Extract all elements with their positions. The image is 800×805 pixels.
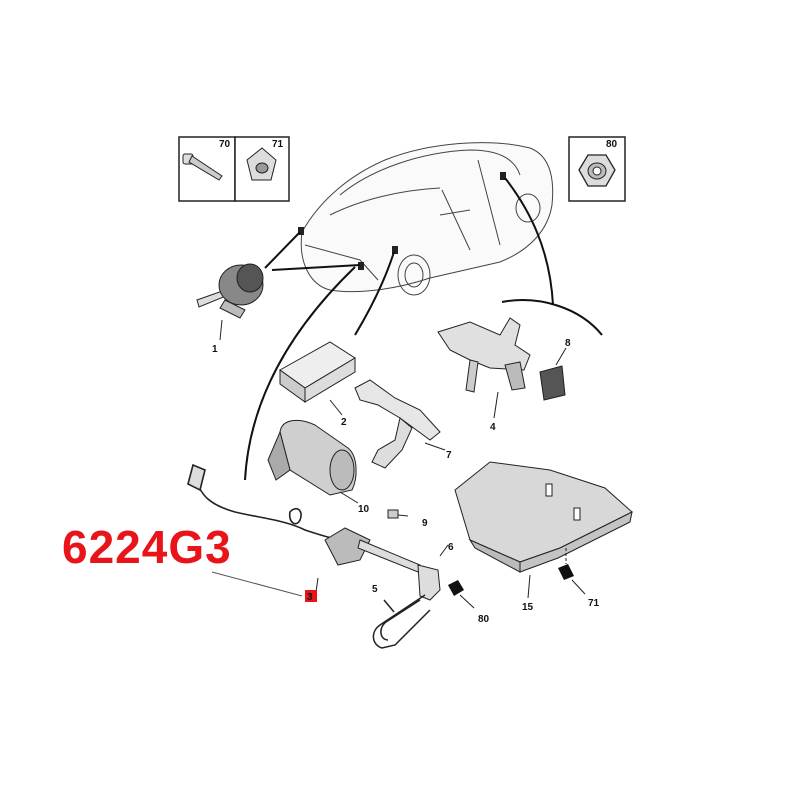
part-label-80: 80: [478, 614, 490, 625]
module-marker: [392, 246, 398, 254]
part-5-u-bracket: 5: [372, 584, 431, 649]
part-label-8: 8: [565, 338, 571, 349]
flange-nut-icon: [578, 154, 616, 187]
part-label-9: 9: [422, 518, 428, 529]
part-2-ecu: 2: [279, 341, 356, 428]
part-label-10: 10: [358, 504, 370, 515]
part-6-link-rod: 6: [417, 542, 454, 601]
part-15-tray: 15: [454, 461, 633, 613]
part-label-5: 5: [372, 584, 378, 595]
clip-nut-icon: [246, 147, 277, 181]
front-lamp-left-marker: [298, 227, 304, 235]
part-3-height-sensor: 3: [305, 527, 421, 603]
inset-box-80: 80: [568, 136, 626, 202]
part-80-nut: 80: [448, 580, 490, 625]
highlight-marker: [305, 590, 317, 602]
part-label-7: 7: [446, 450, 452, 461]
part-10-cover: 10: [267, 419, 370, 515]
inset-box-71: 71: [234, 136, 290, 202]
inset-box-70: 70: [178, 136, 236, 202]
inset-label-70: 70: [219, 139, 231, 150]
car-outline: [300, 142, 554, 296]
part-label-71: 71: [588, 598, 600, 609]
part-9-screw: 9: [387, 509, 428, 529]
part-label-4: 4: [490, 422, 496, 433]
part-7-bracket: 7: [354, 379, 452, 469]
leader-lines: [244, 177, 554, 481]
inset-label-71: 71: [272, 139, 284, 150]
part-label-2: 2: [341, 417, 347, 428]
part-code-callout: 6224G3: [62, 521, 232, 573]
part-71-clip: 71: [558, 548, 600, 609]
inset-label-80: 80: [606, 139, 618, 150]
part-label-3: 3: [307, 592, 313, 603]
wiring-harness: [187, 463, 341, 541]
part-8-pad: 8: [539, 338, 571, 401]
part-label-15: 15: [522, 602, 534, 613]
code-leader-line: [211, 571, 303, 597]
bolt-icon: [182, 153, 223, 181]
rear-sensor-marker: [500, 172, 506, 180]
part-label-6: 6: [448, 542, 454, 553]
front-lamp-right-marker: [358, 262, 364, 270]
part-4-rear-sensor: 4: [437, 317, 531, 433]
rear-arc-line: [501, 299, 603, 336]
part-1-actuator: 1: [196, 263, 264, 355]
part-label-1: 1: [212, 344, 218, 355]
